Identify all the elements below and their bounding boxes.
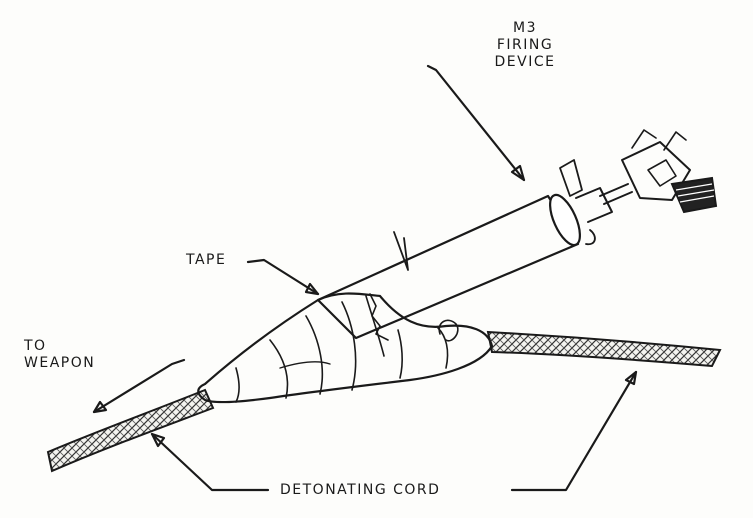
detonating-cord-right xyxy=(486,330,722,368)
label-to-weapon: TO WEAPON xyxy=(24,338,95,372)
label-to-weapon-line1: TO xyxy=(24,338,47,354)
m3-firing-device xyxy=(316,129,718,340)
label-to-weapon-line2: WEAPON xyxy=(24,355,96,371)
leader-tape xyxy=(246,258,320,296)
label-tape: TAPE xyxy=(186,252,227,268)
leader-detonating-cord-right xyxy=(510,370,638,492)
label-m3-firing-device: M3 FIRING DEVICE xyxy=(470,20,580,71)
label-m3-line1: M3 xyxy=(513,20,537,36)
label-m3-line2: FIRING xyxy=(496,37,554,53)
leader-m3 xyxy=(426,64,526,182)
detonating-cord-left xyxy=(46,388,215,473)
spring-coil xyxy=(670,176,718,214)
leader-detonating-cord-left xyxy=(150,432,270,492)
label-detonating-cord: DETONATING CORD xyxy=(280,482,441,498)
leader-to-weapon xyxy=(92,358,186,414)
tape-wrap xyxy=(197,292,494,404)
label-m3-line3: DEVICE xyxy=(494,54,556,70)
